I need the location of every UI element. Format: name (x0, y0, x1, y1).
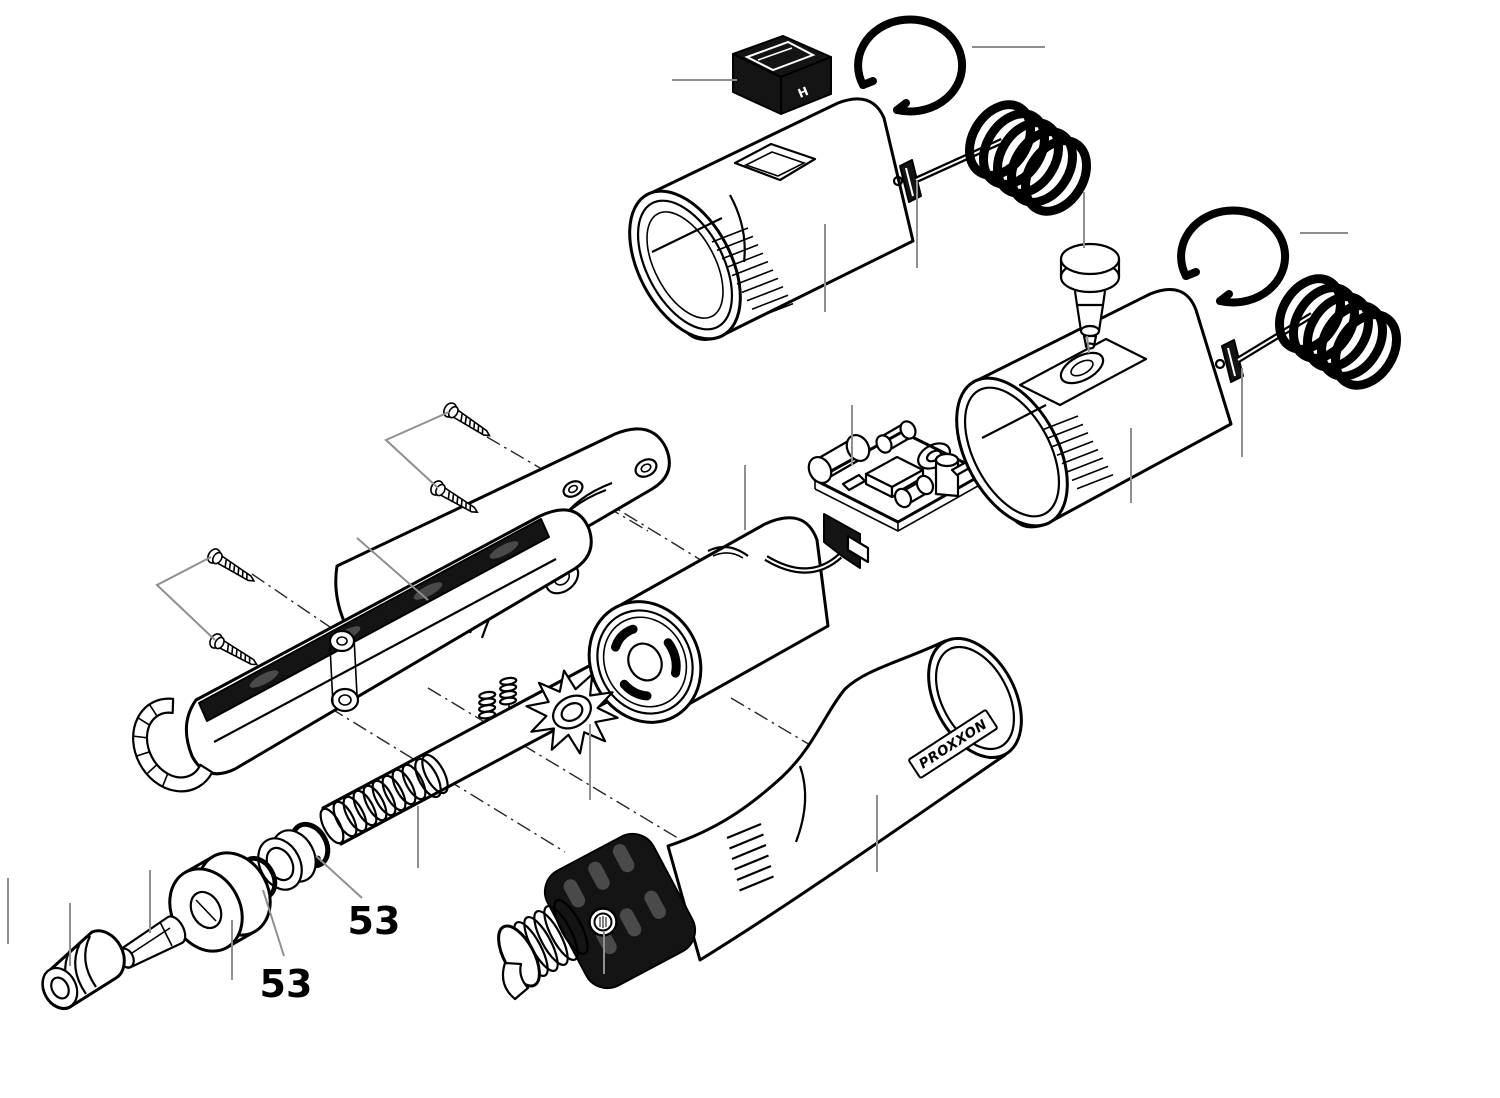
shell-end-collar (132, 697, 214, 793)
circuit-board (764, 420, 987, 574)
screw-top-1 (440, 399, 495, 443)
bearing-flange (168, 851, 272, 953)
contact-spring-coil-a (914, 100, 1091, 216)
contact-block (899, 159, 922, 203)
rear-cap-housing-b (955, 288, 1244, 529)
shell-screw-boss (328, 629, 360, 713)
main-housing: PROXXON (497, 636, 1023, 1001)
housing-ribs (1041, 415, 1114, 490)
housing-window (733, 142, 817, 182)
switch-marking: H (796, 84, 811, 101)
motor-face (587, 600, 703, 724)
grip-sleeve (543, 832, 697, 990)
power-switch: H (732, 35, 832, 115)
spindle-lock-pin (588, 907, 618, 937)
retaining-clip-1 (854, 15, 967, 116)
dc-motor (578, 516, 830, 724)
rear-cap-housing-a (628, 97, 922, 341)
retaining-clip-2 (1177, 206, 1290, 307)
ref-label-53-a: 53 (348, 899, 401, 943)
fan-impeller (525, 669, 619, 755)
rear-opening (927, 636, 1023, 760)
housing-ribs (711, 227, 794, 319)
vent-slots (726, 822, 774, 892)
leader-lines (7, 46, 1348, 980)
screw-left-1 (204, 545, 259, 589)
spindle-thread (332, 763, 427, 838)
collet-nut (41, 929, 126, 1011)
contact-spring-coil-b (1236, 274, 1401, 390)
shell-screw-boss (562, 458, 658, 498)
housing-shell-half-lower (132, 508, 593, 793)
screw-left-2 (206, 630, 262, 672)
lock-knob (1059, 242, 1121, 350)
ref-label-53-b: 53 (260, 962, 313, 1006)
nose-thread (497, 898, 589, 1001)
nose-notch (501, 961, 530, 1001)
